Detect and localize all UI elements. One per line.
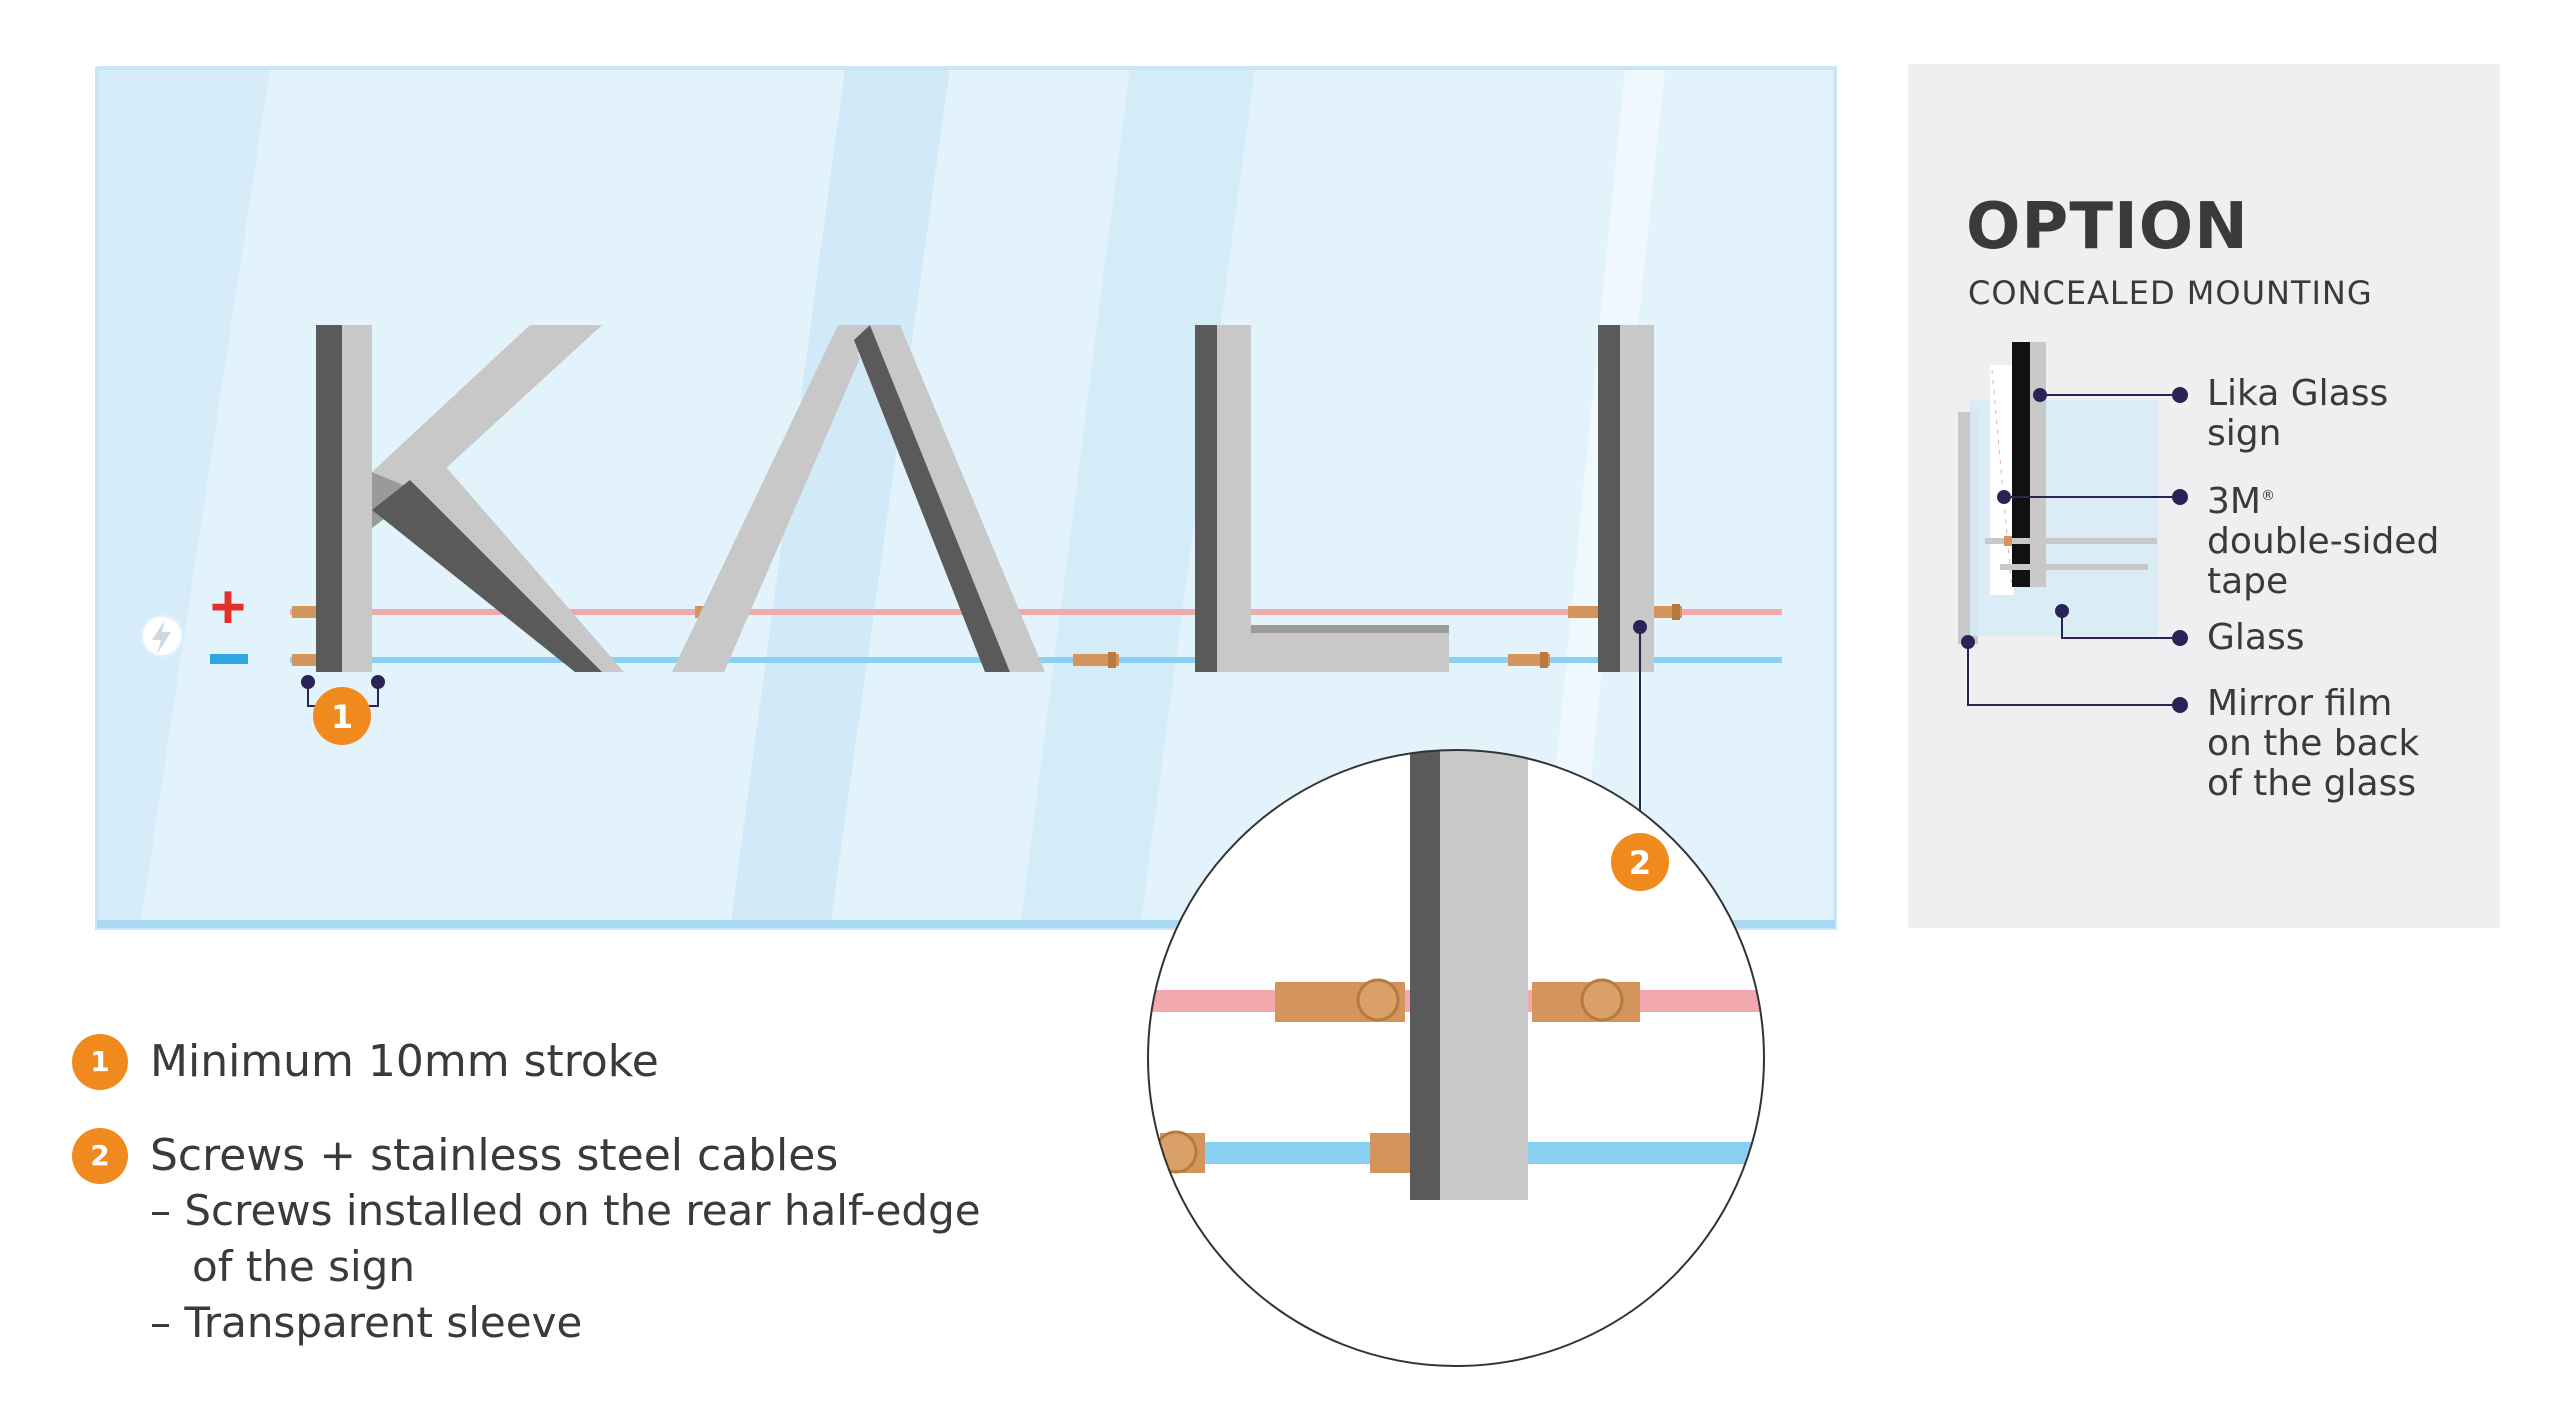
marker-2-leader bbox=[1633, 620, 1647, 840]
legend-marker-2: 2 bbox=[72, 1128, 128, 1184]
cable-screws bbox=[292, 604, 1682, 668]
svg-text:1: 1 bbox=[331, 698, 353, 736]
option-subtitle: CONCEALED MOUNTING bbox=[1968, 274, 2373, 312]
legend-marker-1: 1 bbox=[72, 1034, 128, 1090]
label-double-sided-tape: 3M® double-sided tape bbox=[2207, 481, 2440, 602]
legend-sub-2: – Transparent sleeve bbox=[150, 1298, 583, 1347]
legend-sub-1: – Screws installed on the rear half-edge bbox=[150, 1186, 981, 1235]
power-icon bbox=[141, 615, 183, 657]
detail-zoom-circle bbox=[1147, 749, 1765, 1367]
option-title: OPTION bbox=[1966, 190, 2249, 264]
letter-k bbox=[316, 325, 624, 672]
marker-1: 1 bbox=[313, 687, 371, 745]
plus-sign: + bbox=[210, 573, 246, 642]
marker-2: 2 bbox=[1611, 833, 1669, 891]
option-leaders bbox=[1961, 387, 2188, 713]
label-glass: Glass bbox=[2207, 617, 2305, 658]
legend-text-2: Screws + stainless steel cables bbox=[150, 1130, 839, 1181]
label-lika-glass-sign: Lika Glass sign bbox=[2207, 373, 2389, 454]
concealed-mounting-illustration bbox=[1958, 342, 2158, 644]
label-mirror-film: Mirror film on the back of the glass bbox=[2207, 683, 2420, 804]
letter-i bbox=[1598, 325, 1654, 672]
minus-sign bbox=[210, 654, 248, 664]
letter-lambda bbox=[672, 325, 1045, 672]
legend-text-1: Minimum 10mm stroke bbox=[150, 1036, 659, 1087]
svg-text:2: 2 bbox=[1629, 844, 1651, 882]
legend-sub-1-cont: of the sign bbox=[192, 1242, 415, 1291]
letter-l bbox=[1195, 325, 1449, 672]
